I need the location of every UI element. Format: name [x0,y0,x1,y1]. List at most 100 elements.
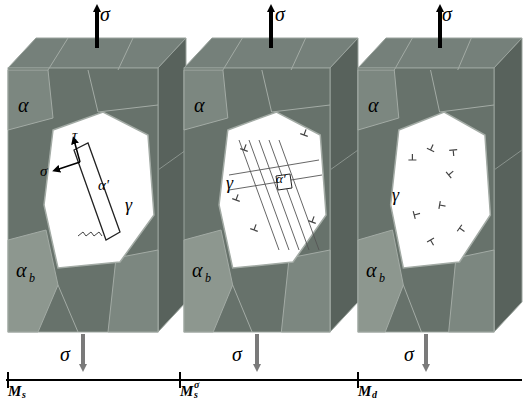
axis-subscript: s [194,390,198,400]
shear-band [259,140,299,250]
shear-band [279,140,319,250]
dislocation-symbol [446,168,456,178]
dislocation-symbol [439,201,446,210]
phase-label: γ [392,186,399,204]
dislocation-symbol [449,150,457,157]
load-arrow [269,8,273,48]
grain [358,70,399,130]
front-face [358,68,494,332]
dislocation-symbol [250,223,260,231]
grain-boundary [88,70,158,112]
dislocation-symbol [300,128,310,136]
dislocation-symbol [449,150,457,157]
grain-boundary [233,285,252,332]
grain-boundary [291,38,306,70]
axis-subscript: s [22,390,26,400]
dislocation-symbol [427,143,437,152]
dislocation-symbol [457,225,467,235]
grain [8,70,53,130]
stress-label: σ [40,164,47,179]
side-face [494,38,522,332]
load-arrow [95,8,99,48]
grain-boundary [403,285,421,332]
phase-label: α' [98,178,109,193]
load-arrow [424,334,428,368]
austenite-grain [391,112,491,268]
phase-label: α [366,260,377,280]
dislocation-symbol [408,154,416,160]
shear-band [229,160,319,175]
dislocation-symbol [413,210,421,219]
side-face [330,38,358,332]
axis-label: M [8,384,21,399]
axis-label: M [358,384,371,399]
grain-boundary [223,38,242,70]
grain-boundary [494,150,522,170]
dislocation-symbol [446,168,456,178]
dislocation-symbol [240,143,250,151]
dislocation-symbol [457,225,467,235]
phase-label: α [192,260,203,280]
phase-subscript: b [379,272,385,284]
grain-boundary [394,38,412,70]
grain-boundary [431,70,494,112]
shear-band [229,175,322,190]
axis-superscript: σ [194,380,199,390]
dislocation-symbol [427,238,437,247]
phase-label: γ [125,196,132,214]
dislocation-symbol [308,215,318,223]
dislocation-symbol [413,210,421,219]
dislocation-symbol [408,154,416,160]
phase-label: α [18,95,29,115]
phase-label: α [194,95,205,115]
stress-label: σ [442,4,452,24]
axis-label: M [180,384,193,399]
grain-boundary [158,150,186,170]
phase-label: α [16,260,27,280]
austenite-grain [44,112,154,268]
load-arrow [438,8,442,48]
dislocation-symbol [300,128,310,136]
dislocation-symbol [308,215,318,223]
grain-boundary [330,150,358,170]
grain-boundary [58,285,78,332]
martensite-plate [74,143,120,240]
front-face [184,68,330,332]
grain-boundary [118,38,133,70]
front-face [8,68,158,332]
load-arrow [81,334,85,368]
dislocation-symbol [240,143,250,151]
shear-band [269,140,309,250]
grain-boundary [48,38,68,70]
dislocation-symbol [232,193,242,201]
phase-subscript: b [205,272,211,284]
phase-subscript: b [29,272,35,284]
side-face [158,38,186,332]
phase-label: α' [276,172,286,185]
dislocation-symbol [232,193,242,201]
interface-steps [78,232,102,236]
phase-label: α [368,95,379,115]
austenite-grain [219,112,326,268]
grain [184,70,228,130]
dislocation-symbol [427,143,437,152]
grain [8,230,58,332]
stress-label: τ [72,128,77,143]
stress-label: σ [60,344,70,364]
dislocation-symbol [250,223,260,231]
grain [184,230,233,332]
stress-label: σ [232,344,242,364]
shear-band [249,140,289,250]
stress-label: σ [404,344,414,364]
grain-boundary [458,38,472,70]
dislocation-symbol [427,238,437,247]
axis-subscript: d [372,390,377,400]
grain-boundary [262,70,330,112]
stress-arrow [56,162,80,170]
shear-band [239,140,279,250]
grain [358,230,403,332]
phase-label: γ [226,174,233,192]
load-arrow [255,334,259,368]
